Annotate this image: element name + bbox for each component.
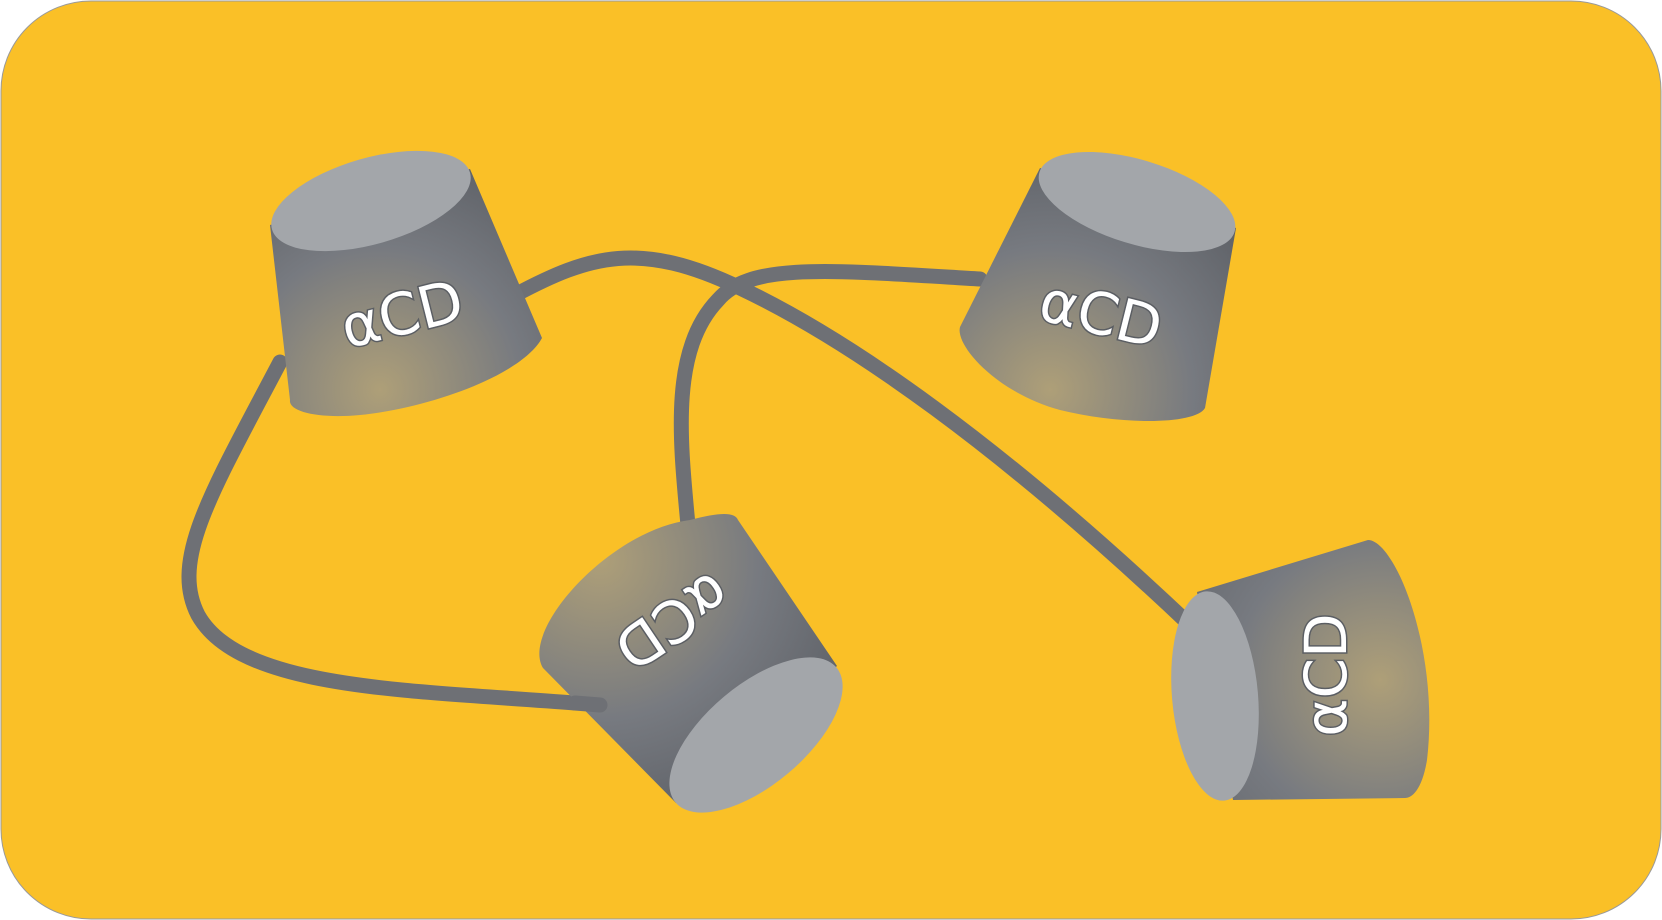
cyclodextrin-ring-4: αCD <box>1171 540 1430 801</box>
ring-4-label: αCD <box>1292 613 1360 736</box>
ring-3-body <box>539 514 837 803</box>
polymer-thread-front <box>567 695 608 713</box>
polymer-thread <box>181 250 1198 711</box>
thread-segment-into-ring-3 <box>567 695 608 713</box>
thread-segment-inner-loop <box>673 264 988 533</box>
thread-segment-left-loop <box>181 354 583 711</box>
cyclodextrin-ring-2: αCD <box>959 151 1236 422</box>
ring-3-rim <box>669 657 843 813</box>
ring-1-rim <box>271 150 471 252</box>
thread-segment-long-diagonal <box>507 250 1198 633</box>
ring-2-label: αCD <box>1033 266 1169 362</box>
ring-4-rim <box>1171 591 1259 801</box>
cyclodextrin-ring-1: αCD <box>270 150 542 417</box>
cyclodextrin-ring-3: αCD <box>539 514 843 813</box>
ring-2-rim <box>1038 151 1236 253</box>
